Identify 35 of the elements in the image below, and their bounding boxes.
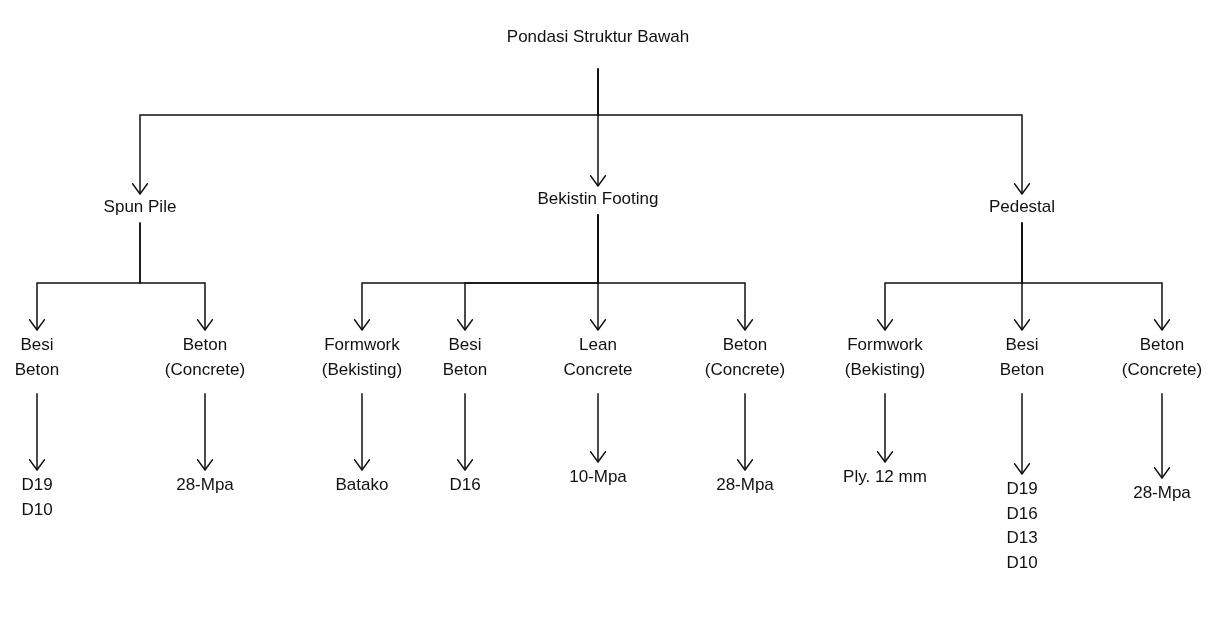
node-label: Bekistin Footing: [535, 186, 661, 213]
arrow: [456, 392, 474, 471]
arrow: [28, 392, 46, 471]
arrow: [589, 392, 607, 463]
node-label: Batako: [333, 470, 391, 501]
node-label: Formwork (Bekisting): [833, 330, 937, 386]
node-label: Lean Concrete: [553, 330, 643, 386]
node-label: Pondasi Struktur Bawah: [504, 24, 692, 51]
arrow: [196, 392, 214, 471]
node-label: Beton (Concrete): [1112, 330, 1212, 386]
node-label: D16: [447, 470, 483, 501]
node-label: 28-Mpa: [714, 470, 776, 501]
arrow: [1021, 221, 1171, 331]
arrow: [736, 392, 754, 471]
arrow: [597, 67, 1031, 195]
node-label: Besi Beton: [10, 330, 64, 386]
node-label: D19 D10: [15, 470, 59, 526]
arrow: [1153, 392, 1171, 479]
node-label: Beton (Concrete): [155, 330, 255, 386]
node-label: 28-Mpa: [1131, 478, 1193, 509]
node-label: Besi Beton: [438, 330, 492, 386]
node-label: Formwork (Bekisting): [310, 330, 414, 386]
node-label: Pedestal: [986, 194, 1058, 221]
node-label: D19 D16 D13 D10: [1000, 474, 1044, 579]
node-label: 10-Mpa: [567, 462, 629, 493]
arrow: [1013, 392, 1031, 475]
node-label: Spun Pile: [101, 194, 179, 221]
arrow: [876, 392, 894, 463]
node-label: Beton (Concrete): [695, 330, 795, 386]
arrow: [139, 221, 214, 331]
node-label: Besi Beton: [995, 330, 1049, 386]
arrow: [353, 392, 371, 471]
node-label: 28-Mpa: [174, 470, 236, 501]
node-label: Ply. 12 mm: [841, 462, 929, 493]
arrow: [597, 213, 754, 331]
